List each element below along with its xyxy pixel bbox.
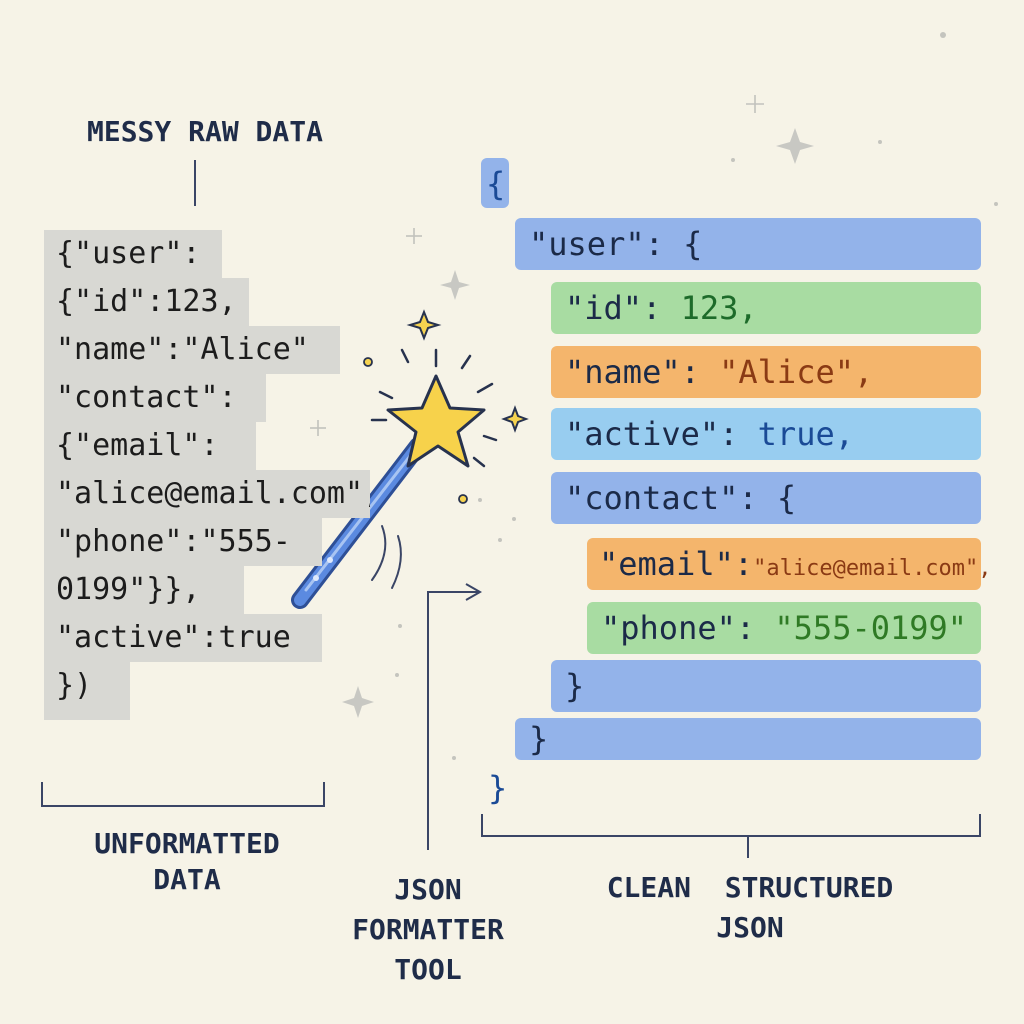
sparkle-dot	[458, 494, 468, 504]
star-icon	[386, 374, 486, 468]
raw-line: "phone":"555-	[44, 518, 322, 566]
user-row: "user": {	[515, 218, 981, 270]
id-row: "id": 123,	[551, 282, 981, 334]
raw-line: "contact":	[44, 374, 266, 422]
motion-lines	[371, 525, 402, 589]
magic-wand-icon	[291, 437, 427, 609]
raw-line: 0199"}},	[44, 566, 244, 614]
root-close-brace: }	[488, 769, 508, 807]
sparkle-icon	[406, 309, 442, 341]
tool-arrow-head	[465, 583, 483, 601]
email-row: "email":"alice@email.com",	[587, 538, 992, 590]
dots	[395, 32, 998, 760]
json-formatter-tool-caption: JSON FORMATTER TOOL	[352, 873, 504, 986]
raw-line: "active":true	[44, 614, 322, 662]
raw-line: {"user":	[44, 230, 222, 278]
raw-line: })	[44, 662, 130, 720]
contact-close-row: }	[551, 660, 981, 712]
raw-line: "name":"Alice"	[44, 326, 340, 374]
raw-line: {"id":123,	[44, 278, 249, 326]
raw-line: {"email":	[44, 422, 256, 470]
sparkle-icon	[310, 95, 764, 436]
sparkle-dot	[363, 357, 373, 367]
burst-rays	[370, 348, 498, 468]
phone-row: "phone": "555-0199"	[587, 602, 981, 654]
contact-row: "contact": {	[551, 472, 981, 524]
sparkle-icon	[342, 128, 814, 718]
clean-bracket	[481, 814, 981, 837]
clean-structured-json-caption: CLEAN STRUCTURED JSON	[606, 871, 894, 944]
name-row: "name": "Alice",	[551, 346, 981, 398]
active-row: "active": true,	[551, 408, 981, 460]
unformatted-data-caption: UNFORMATTED DATA	[94, 827, 280, 896]
tool-arrow	[427, 591, 478, 850]
root-open-brace: {	[481, 158, 509, 208]
messy-raw-data-caption: MESSY RAW DATA	[86, 115, 323, 148]
raw-line: "alice@email.com",	[44, 470, 370, 518]
unformatted-bracket	[41, 782, 325, 807]
sparkle-icon	[501, 405, 529, 433]
user-close-row: }	[515, 718, 981, 760]
